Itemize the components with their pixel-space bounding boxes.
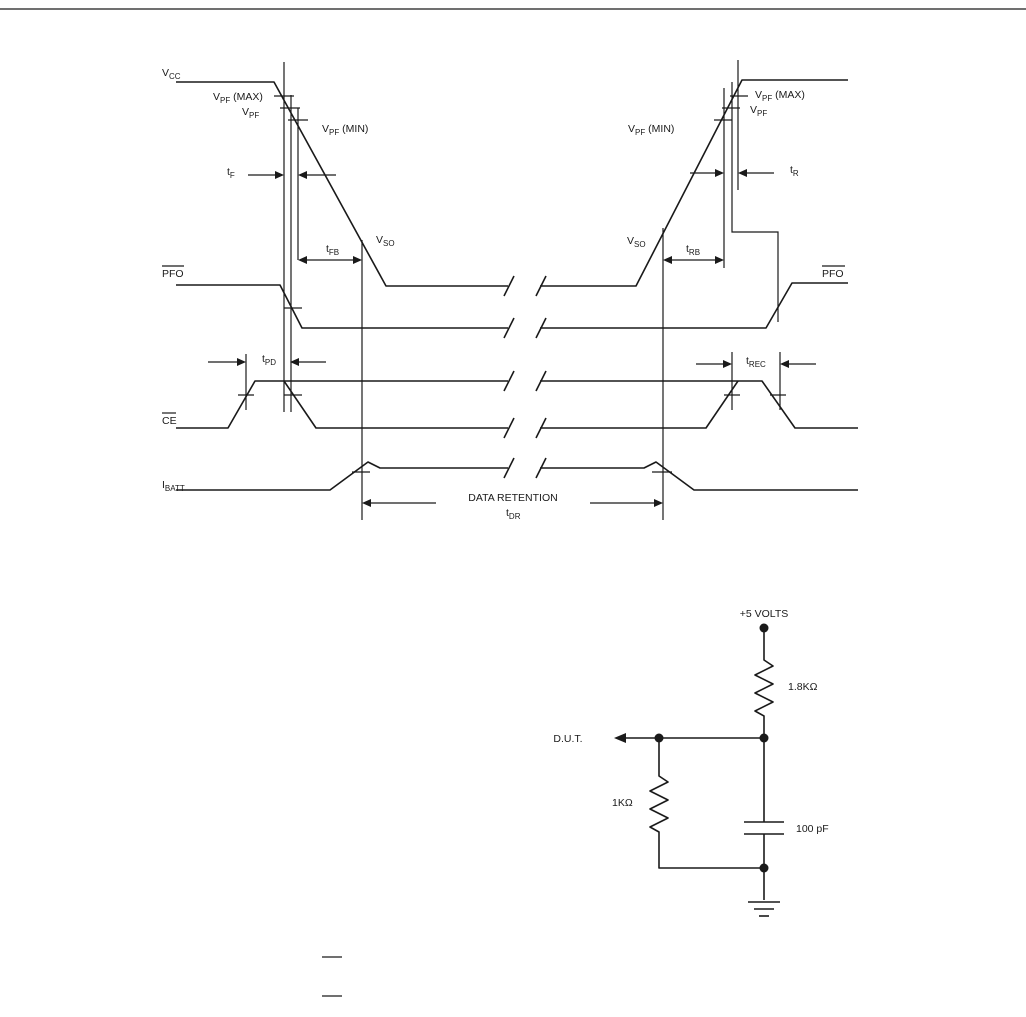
vcc-waveform (176, 79, 848, 287)
vcc-return-step (731, 82, 779, 322)
tf-dimension (248, 171, 336, 179)
trb-label: tRB (686, 243, 700, 257)
ibatt-waveform-break (503, 457, 547, 479)
tpd-dimension (208, 354, 326, 410)
vpf-ticks-right (714, 95, 748, 121)
r-top-resistor (754, 628, 774, 738)
tpd-label: tPD (262, 353, 276, 367)
pfo-right-label: PFO (822, 268, 844, 280)
data-retention-label: DATA RETENTION (468, 492, 557, 504)
vcc-label: VCC (162, 67, 181, 81)
r-top-label: 1.8KΩ (788, 681, 818, 693)
vpf-left-label: VPF (242, 106, 259, 120)
ground-icon (748, 901, 780, 917)
vpf-right-label: VPF (750, 104, 767, 118)
ce-waveform-low (283, 380, 739, 429)
ibatt-waveform (176, 461, 858, 491)
tfb-dimension (298, 256, 362, 264)
supply-label: +5 VOLTS (740, 608, 789, 620)
cap-label: 100 pF (796, 823, 829, 835)
dut-arrow-icon (614, 733, 626, 743)
tr-dimension (690, 169, 774, 177)
vpf-ticks-left (274, 95, 308, 121)
tf-label: tF (227, 166, 235, 180)
crossing-ticks (238, 307, 786, 473)
dut-label: D.U.T. (553, 733, 582, 745)
trb-dimension (663, 256, 724, 264)
vpf-max-right-label: VPF (MAX) (755, 89, 805, 103)
vpf-min-left-label: VPF (MIN) (322, 123, 368, 137)
ce-waveform-break (503, 370, 547, 439)
trec-dimension (696, 352, 816, 410)
trec-label: tREC (746, 355, 766, 369)
r-left-resistor (649, 738, 764, 869)
load-circuit: +5 VOLTS 1.8KΩ D.U.T. 1KΩ 100 pF (553, 608, 829, 917)
pfo-waveform-break (503, 317, 547, 339)
vso-left-label: VSO (376, 234, 395, 248)
vso-right-label: VSO (627, 235, 646, 249)
ce-waveform (176, 380, 858, 429)
tr-label: tR (790, 164, 799, 178)
ce-label: CE (162, 415, 177, 427)
vpf-min-right-label: VPF (MIN) (628, 123, 674, 137)
tdr-dimension (362, 499, 663, 507)
pfo-left-label: PFO (162, 268, 184, 280)
vpf-max-left-label: VPF (MAX) (213, 91, 263, 105)
timing-diagram: VCC PFO CE IBATT PFO VPF (MAX) VPF VPF (… (162, 60, 858, 521)
tfb-label: tFB (326, 243, 339, 257)
ibatt-label: IBATT (162, 479, 185, 493)
vcc-waveform-break (503, 275, 547, 297)
r-left-label: 1KΩ (612, 797, 633, 809)
tdr-label: tDR (506, 507, 521, 521)
